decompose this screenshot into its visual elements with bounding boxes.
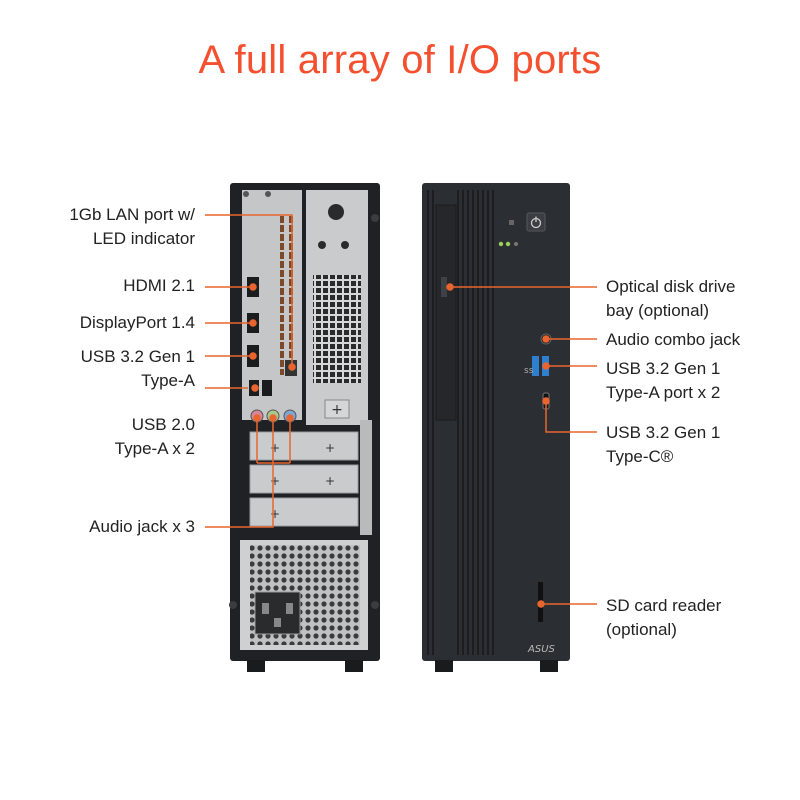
svg-text:+: + [270,474,280,488]
label-audio-combo: Audio combo jack [606,330,741,349]
callout-lines [205,214,597,608]
label-audio-jacks: Audio jack x 3 [89,517,195,536]
svg-text:+: + [270,507,280,521]
power-button-icon [530,216,542,229]
page-title: A full array of I/O ports [198,38,602,82]
usb20-port-2 [262,380,272,396]
label-sd-reader: SD card reader(optional) [606,596,722,639]
led-indicator-1 [498,241,504,247]
front-chassis: ss ASUS [422,183,570,672]
usb-icon: ss [524,366,534,376]
optical-eject-button[interactable] [441,277,447,297]
svg-text:+: + [331,402,343,418]
expansion-slot-2 [249,464,359,494]
label-lan-port: 1Gb LAN port w/LED indicator [69,205,195,248]
front-usb-typea-1 [532,356,539,376]
expansion-slot-3 [249,497,359,527]
expansion-slot-1 [249,431,359,461]
led-indicator-2 [505,241,511,247]
rear-chassis: + + + + + + [229,183,380,672]
power-inlet [254,591,301,635]
asus-logo: ASUS [527,644,556,655]
label-displayport: DisplayPort 1.4 [79,313,195,332]
label-hdmi: HDMI 2.1 [123,276,195,295]
svg-text:+: + [325,474,335,488]
svg-text:+: + [325,441,335,455]
optical-drive-bay [435,204,457,421]
svg-text:+: + [270,441,280,455]
